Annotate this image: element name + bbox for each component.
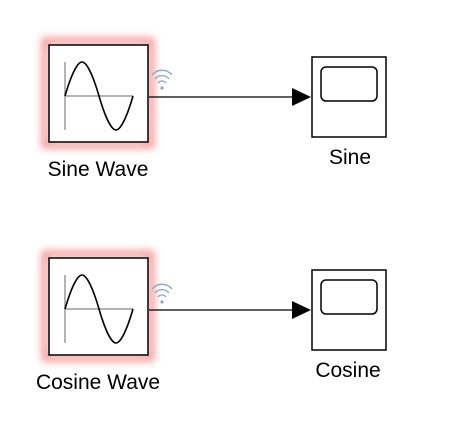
wireless-signal-icon	[151, 69, 173, 90]
sine-scope-block[interactable]	[311, 56, 387, 138]
wireless-signal-icon	[151, 283, 173, 304]
cosine-wave-block[interactable]	[41, 250, 155, 362]
signal-line-sine[interactable]	[149, 69, 311, 106]
cosine-wave-label[interactable]: Cosine Wave	[35, 371, 161, 394]
cosine-scope-label[interactable]: Cosine	[315, 359, 381, 382]
arrowhead	[292, 88, 311, 106]
selection-highlight	[41, 37, 155, 149]
sine-wave-block[interactable]	[41, 37, 155, 149]
arrowhead	[292, 301, 311, 319]
sine-wave-label[interactable]: Sine Wave	[47, 158, 149, 181]
signal-line-cosine[interactable]	[149, 283, 311, 319]
scope-screen-icon	[320, 279, 378, 315]
sine-scope-label[interactable]: Sine	[328, 146, 372, 169]
selection-highlight	[41, 250, 155, 362]
cosine-scope-block[interactable]	[311, 269, 387, 351]
scope-screen-icon	[320, 66, 378, 102]
sine-wave-icon	[64, 61, 134, 131]
sine-wave-icon	[64, 274, 134, 344]
